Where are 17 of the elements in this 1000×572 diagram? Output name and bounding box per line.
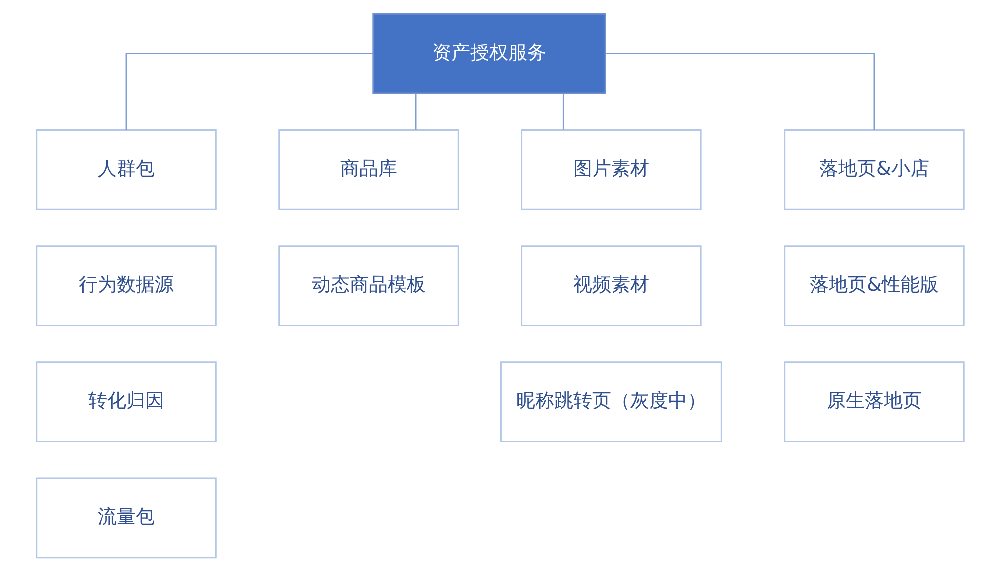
node-box: 落地页&小店	[784, 130, 964, 210]
node-box: 视频素材	[520, 246, 702, 326]
node-box: 图片素材	[520, 130, 702, 210]
node-box: 落地页&性能版	[784, 246, 964, 326]
node-box: 昵称跳转页（灰度中）	[500, 362, 722, 442]
node-box: 动态商品模板	[278, 246, 459, 326]
node-box: 转化归因	[36, 362, 216, 442]
connector	[414, 94, 416, 130]
node-box: 资产授权服务	[372, 13, 606, 94]
connector	[562, 94, 564, 130]
node-box: 商品库	[278, 130, 459, 210]
node-box: 原生落地页	[784, 362, 964, 442]
node-box: 行为数据源	[36, 246, 216, 326]
node-box: 流量包	[36, 478, 216, 559]
node-box: 人群包	[36, 130, 216, 210]
connector	[606, 53, 875, 130]
connector	[125, 53, 373, 130]
